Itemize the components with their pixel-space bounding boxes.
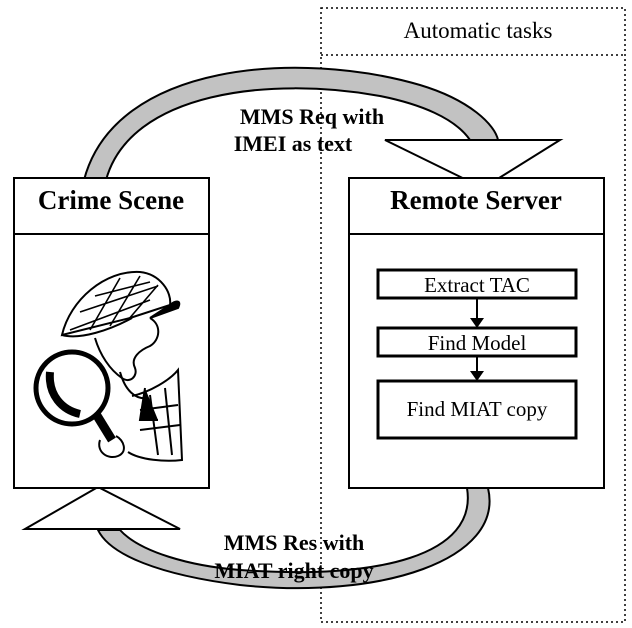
- step-find-miat-copy-label: Find MIAT copy: [407, 397, 548, 421]
- request-caption-line1: MMS Req with: [240, 104, 384, 129]
- automatic-tasks-title: Automatic tasks: [404, 18, 553, 43]
- response-caption-line1: MMS Res with: [224, 530, 365, 555]
- step-extract-tac-label: Extract TAC: [424, 273, 530, 297]
- remote-server-title: Remote Server: [390, 185, 562, 215]
- request-caption: MMS Req with IMEI as text: [234, 104, 384, 156]
- crime-scene-box: Crime Scene: [13, 177, 210, 489]
- request-caption-line2: IMEI as text: [234, 131, 353, 156]
- step-arrow-1: [470, 298, 484, 328]
- magnifying-glass-icon: [33, 349, 116, 443]
- remote-server-box: Remote Server Extract TAC Find Model Fin…: [348, 177, 605, 489]
- step-find-model: Find Model: [376, 326, 578, 358]
- step-extract-tac: Extract TAC: [376, 268, 578, 300]
- response-caption-line2: MIAT right copy: [214, 558, 373, 583]
- step-find-miat-copy: Find MIAT copy: [376, 379, 578, 440]
- step-arrow-2: [470, 356, 484, 381]
- crime-scene-title: Crime Scene: [38, 185, 184, 215]
- automatic-tasks-region: Automatic tasks: [320, 7, 626, 623]
- detective-icon: [60, 270, 184, 462]
- response-arrow: [21, 485, 491, 590]
- step-find-model-label: Find Model: [428, 331, 527, 355]
- response-caption: MMS Res with MIAT right copy: [214, 530, 373, 583]
- request-arrow: [82, 66, 564, 190]
